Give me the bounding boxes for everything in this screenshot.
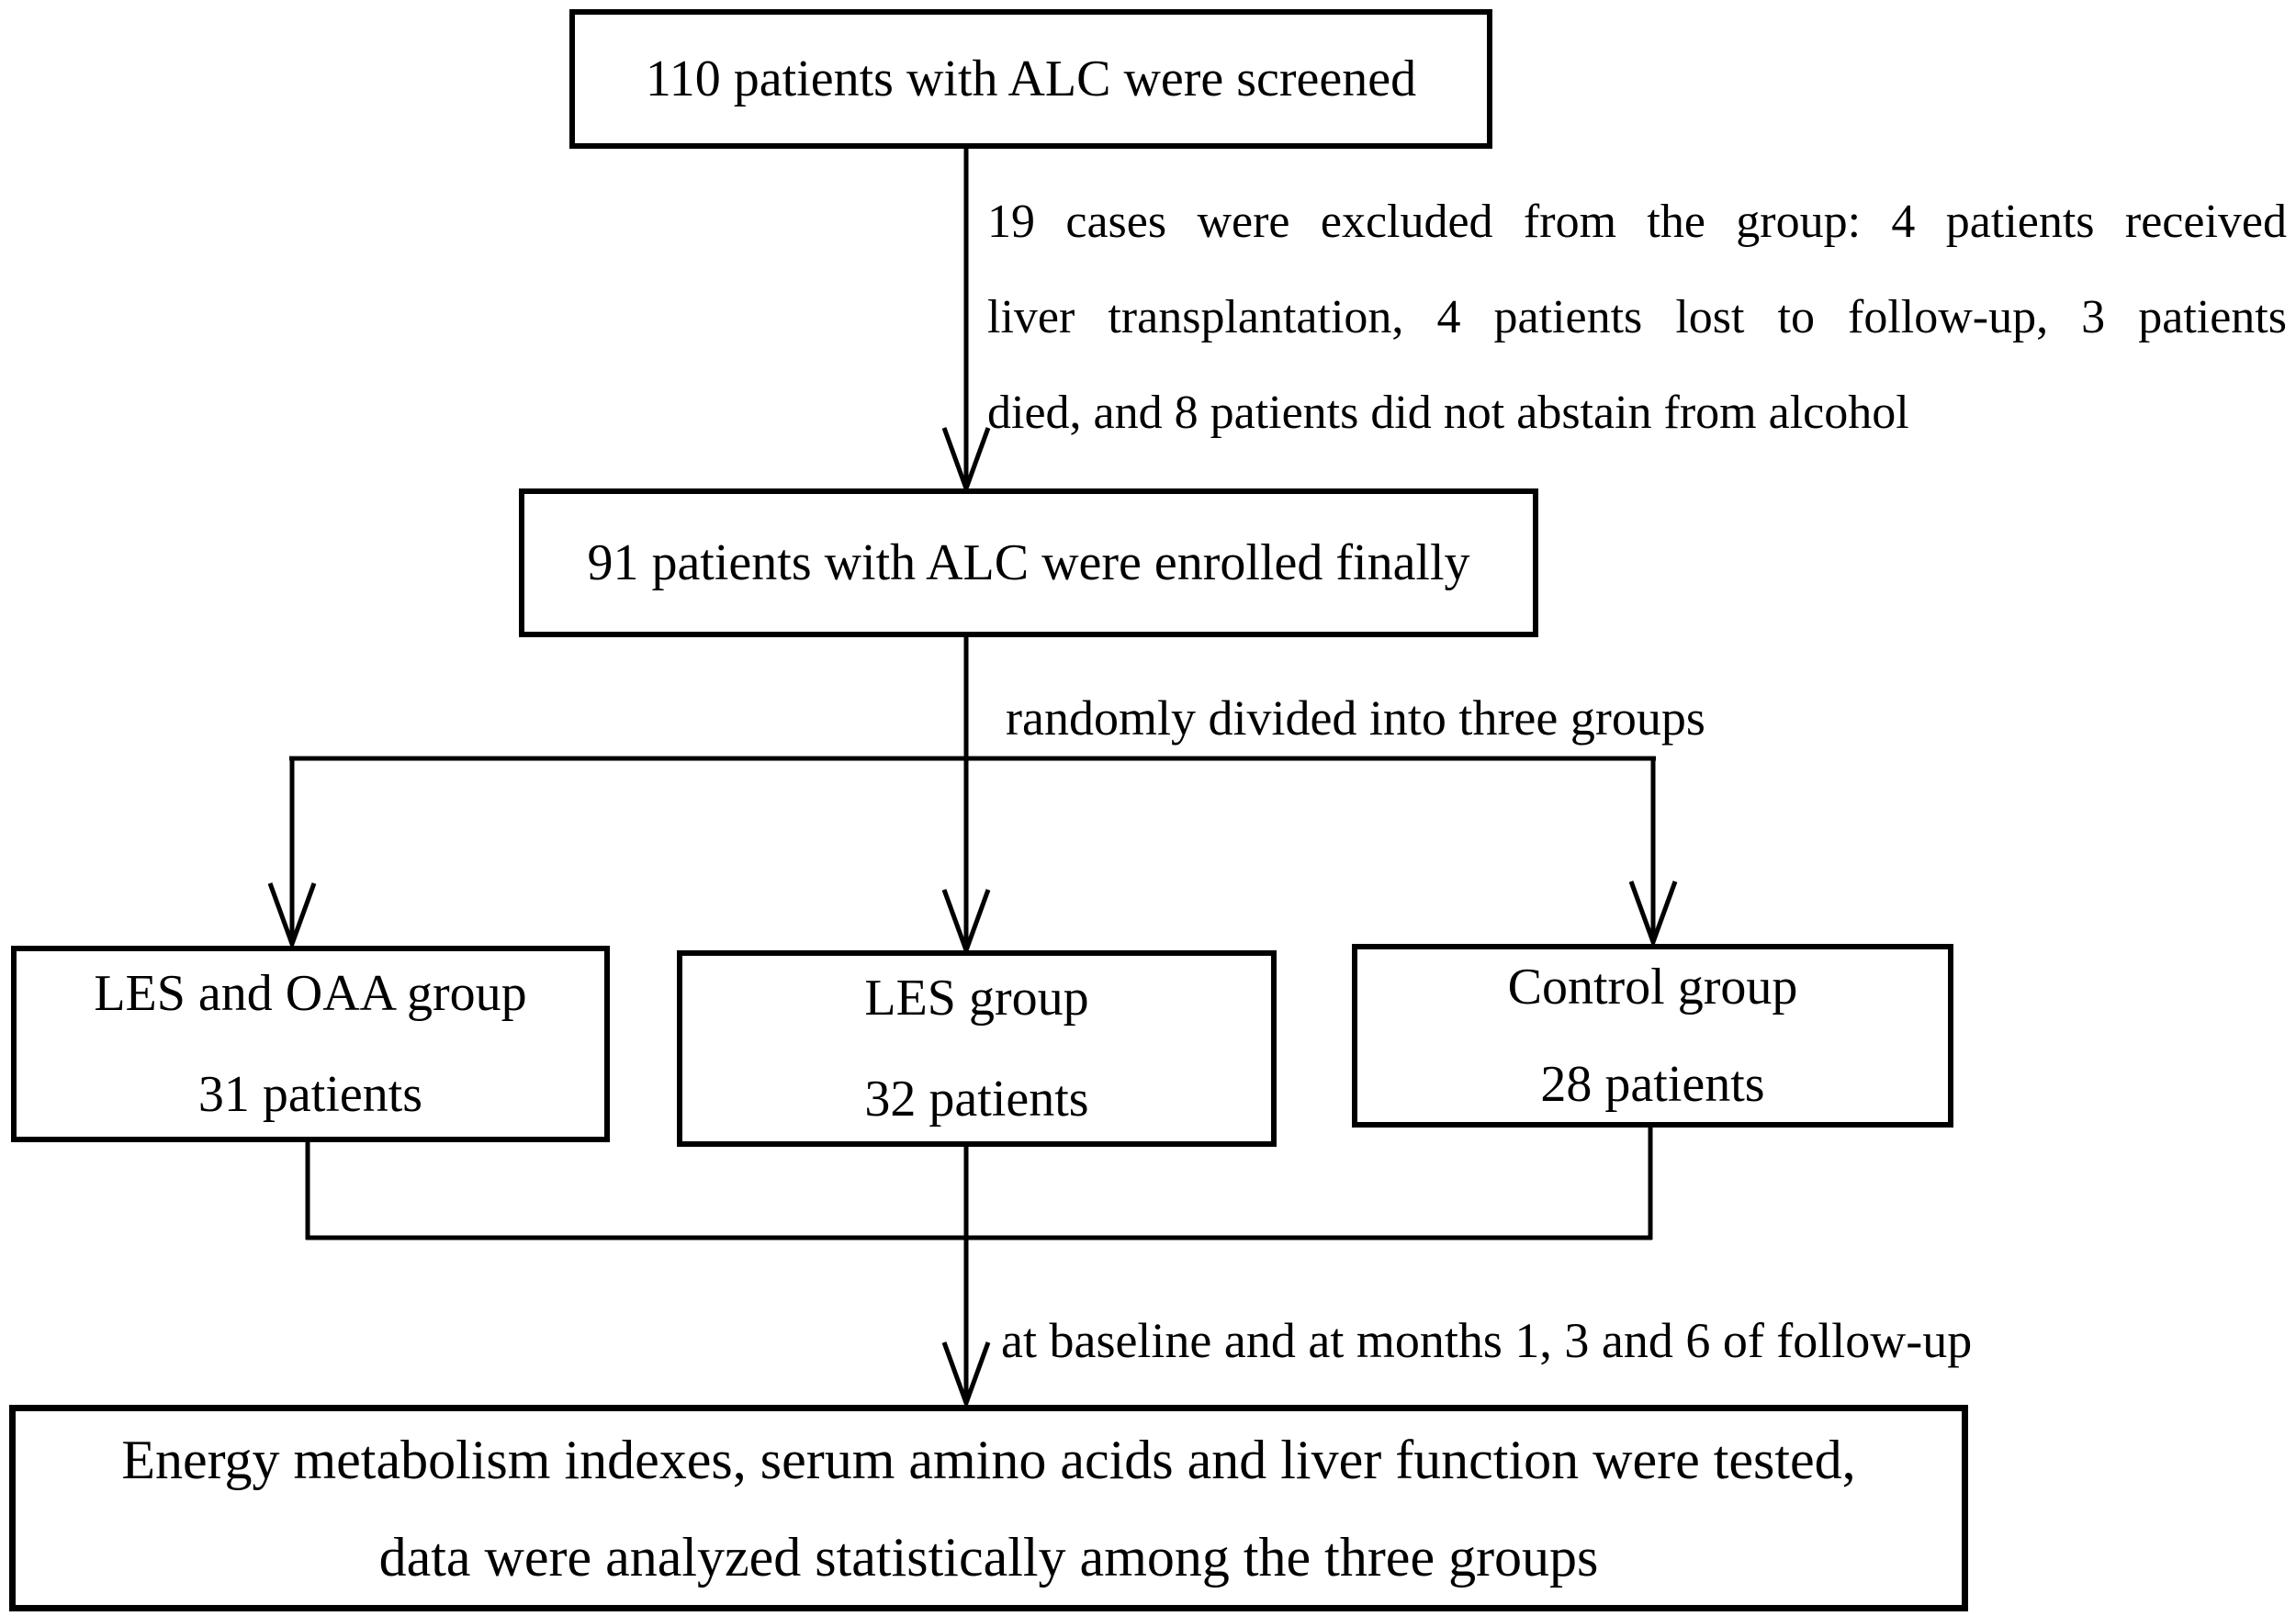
randomized-note: randomly divided into three groups <box>1006 690 1705 746</box>
group-box-les-oaa-count: 31 patients <box>197 1066 423 1123</box>
excluded-note: 19 cases were excluded from the group: 4… <box>987 174 2287 461</box>
group-box-control-count: 28 patients <box>1540 1056 1765 1113</box>
arrowhead-group1 <box>267 882 317 951</box>
enrolled-box: 91 patients with ALC were enrolled final… <box>519 488 1538 637</box>
arrowhead-group3 <box>1628 881 1678 949</box>
group-box-les-count: 32 patients <box>864 1071 1089 1128</box>
excluded-note-line-2: liver transplantation, 4 patients lost t… <box>987 291 2287 343</box>
group-box-control-title: Control group <box>1507 959 1798 1016</box>
screened-box: 110 patients with ALC were screened <box>569 9 1492 149</box>
excluded-note-line-1: 19 cases were excluded from the group: 4… <box>987 196 2287 248</box>
outcome-box-line-2: data were analyzed statistically among t… <box>378 1526 1599 1588</box>
group-box-control: Control group 28 patients <box>1352 944 1953 1128</box>
outcome-box-line-1: Energy metabolism indexes, serum amino a… <box>121 1429 1856 1490</box>
screened-box-text: 110 patients with ALC were screened <box>645 50 1417 107</box>
group-box-les-oaa: LES and OAA group 31 patients <box>11 946 610 1142</box>
outcome-box: Energy metabolism indexes, serum amino a… <box>9 1405 1968 1611</box>
followup-note: at baseline and at months 1, 3 and 6 of … <box>1001 1313 1973 1368</box>
arrowhead-outcome <box>941 1341 991 1410</box>
group-box-les-oaa-title: LES and OAA group <box>94 965 527 1022</box>
group-box-les: LES group 32 patients <box>677 950 1277 1147</box>
group-box-les-title: LES group <box>864 970 1089 1027</box>
excluded-note-line-3: died, and 8 patients did not abstain fro… <box>987 387 1909 439</box>
enrolled-box-text: 91 patients with ALC were enrolled final… <box>587 534 1470 591</box>
